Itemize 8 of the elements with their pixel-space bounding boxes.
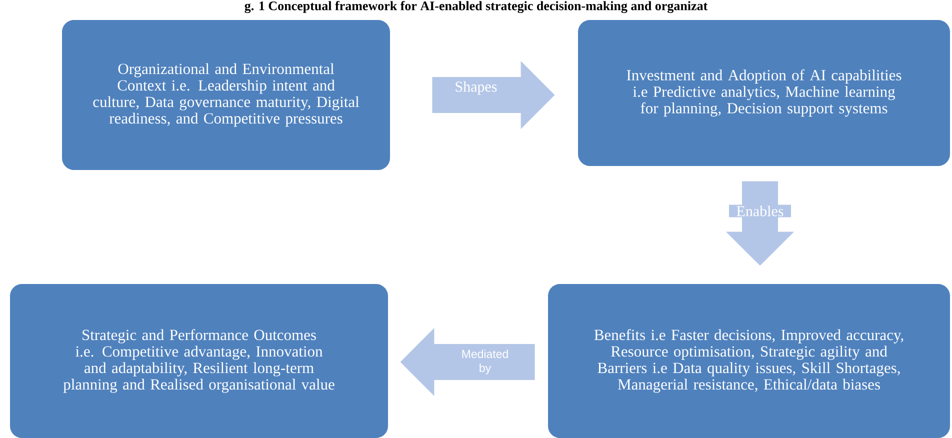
process-box: Benefits i.e Faster decisions, Improved accuracy, Resource optimisation, Strategic agility and Barriers i.e Data quality issues, Skill Shortages, Managerial resistance, Ethical/data biases: [548, 284, 950, 438]
edge-label: Mediated by: [462, 350, 508, 374]
process-box: Organizational and Environmental Context i.e. Leadership intent and culture, Data governance maturity, Digital readiness, and Competitive pressures: [62, 20, 390, 170]
edge-label: Enables: [736, 206, 784, 216]
edge-label: Shapes: [456, 81, 497, 95]
process-box: Strategic and Performance Outcomes i.e. Competitive advantage, Innovation and adaptability, Resilient long-term planning and Realised organisational value: [10, 284, 388, 438]
process-box: Investment and Adoption of AI capabilities i.e Predictive analytics, Machine learning for planning, Decision support systems: [578, 20, 950, 166]
title: g. 1 Conceptual framework for AI-enabled strategic decision-making and organizat: [244, 0, 708, 13]
